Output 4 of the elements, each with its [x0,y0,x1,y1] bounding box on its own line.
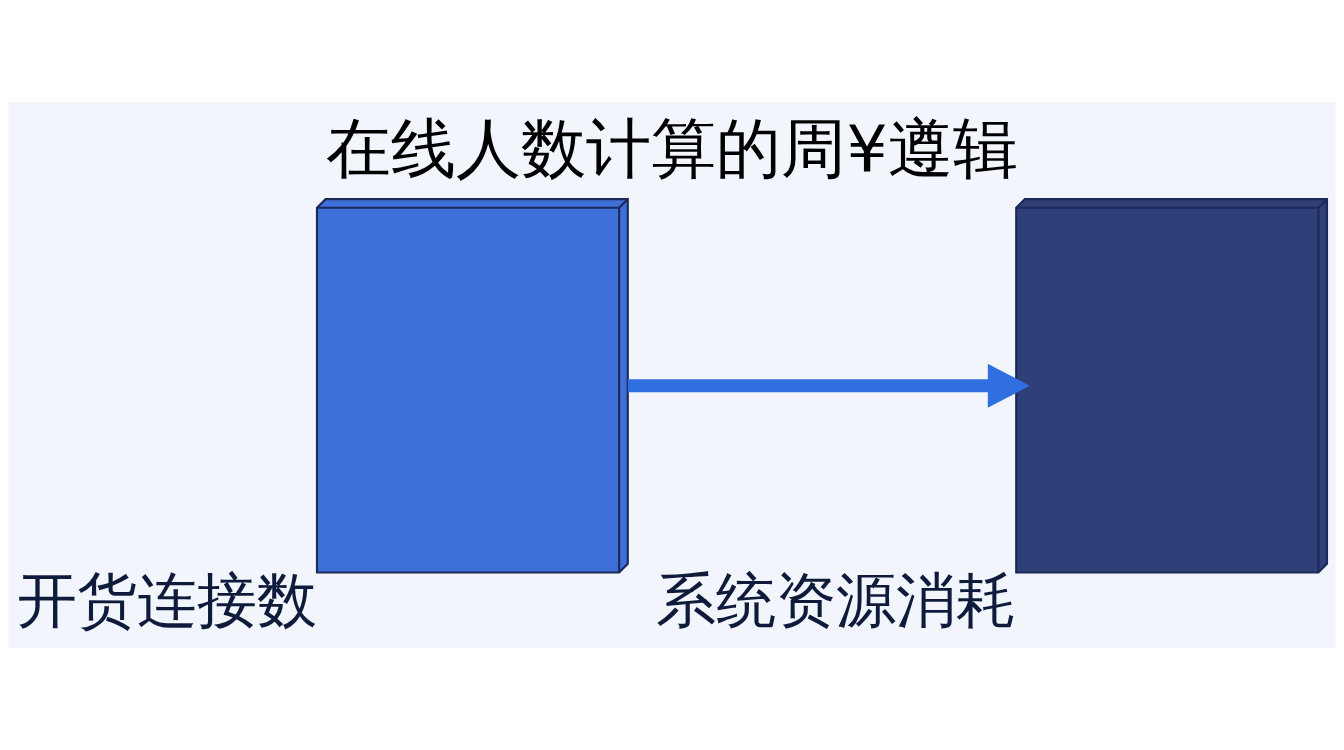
node-label: 开货连接数 [17,564,317,635]
diagram-title: 在线人数计算的周¥遵辑 [326,111,1018,187]
node-label: 系统资源消耗 [656,564,1017,635]
arrow [627,363,1030,408]
